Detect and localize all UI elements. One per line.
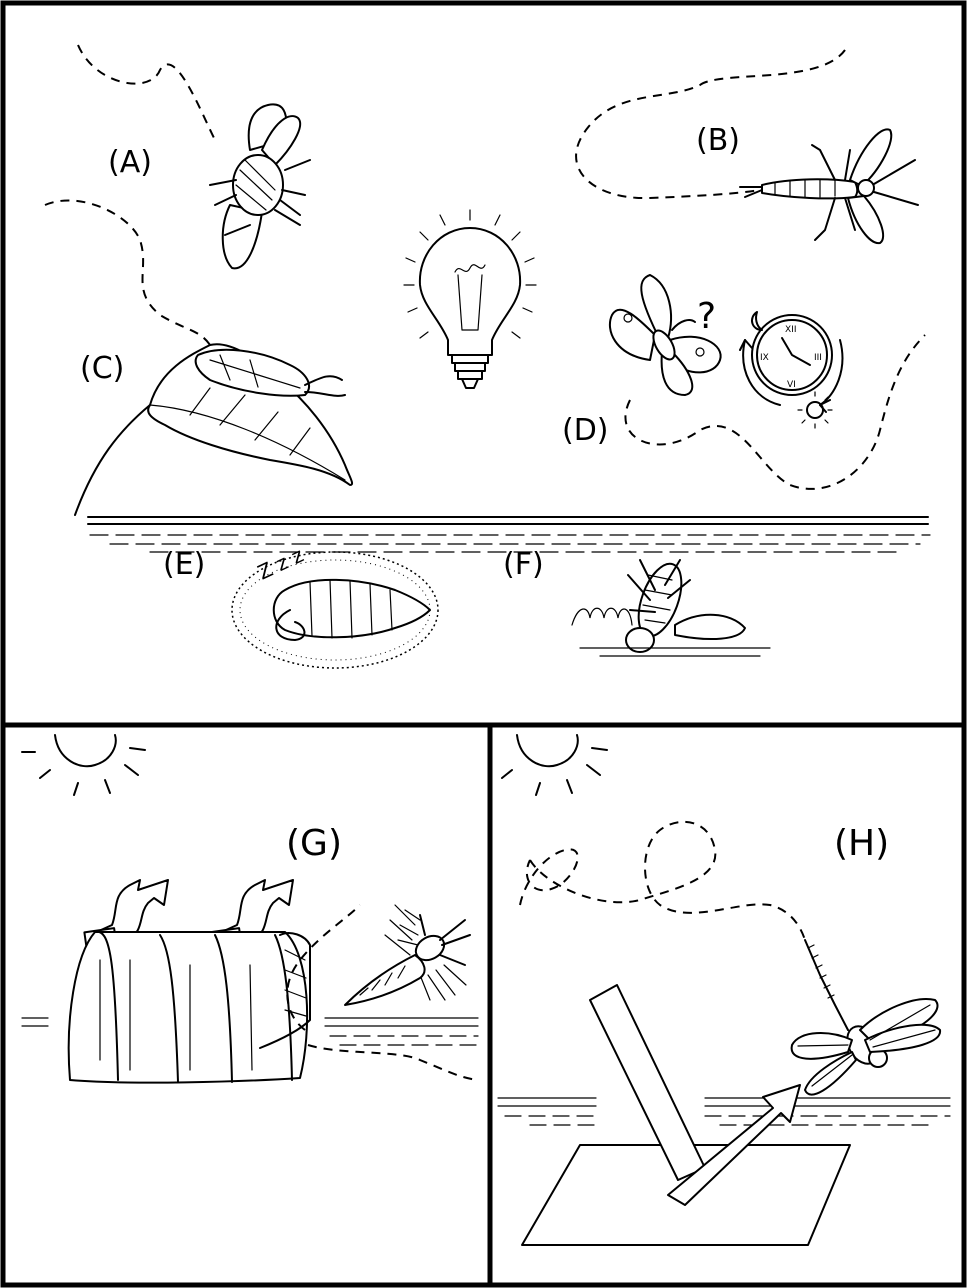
light-bulb-icon: [404, 210, 536, 388]
sun-icon-g: [22, 735, 145, 795]
clock-day-night-icon: XII III VI IX: [740, 312, 842, 428]
flight-path-a: [78, 45, 215, 140]
dead-insect-icon: [572, 558, 770, 656]
clock-numeral-vi: VI: [787, 380, 796, 390]
label-g: (G): [286, 823, 342, 864]
flight-path-h: [520, 822, 805, 940]
question-mark: ?: [697, 296, 716, 337]
label-a: (A): [108, 145, 152, 180]
panel-g: (G) UV UV: [22, 735, 478, 1083]
dragonfly-icon: [792, 940, 940, 1095]
tunnel-shelter-icon: [69, 905, 360, 1083]
sun-icon-h: [502, 735, 607, 795]
label-e: (E): [163, 547, 205, 582]
clock-numeral-iii: III: [814, 353, 822, 363]
panel-h: (H): [498, 735, 950, 1245]
label-f: (F): [503, 547, 544, 582]
label-h: (H): [834, 823, 889, 864]
clock-numeral-xii: XII: [785, 325, 796, 335]
caddisfly-larva-icon: [345, 905, 470, 1005]
label-d: (D): [562, 413, 609, 448]
insect-a-bug-icon: [210, 104, 310, 268]
label-b: (B): [696, 123, 740, 158]
insect-b-mayfly-icon: [740, 129, 918, 243]
panel-top: (A) (B): [45, 45, 930, 668]
label-c: (C): [80, 351, 124, 386]
water-surface-h: [498, 1098, 950, 1125]
sleep-mark: Z z z: [254, 543, 307, 585]
flight-path-c: [45, 200, 210, 345]
clock-numeral-ix: IX: [760, 353, 769, 363]
